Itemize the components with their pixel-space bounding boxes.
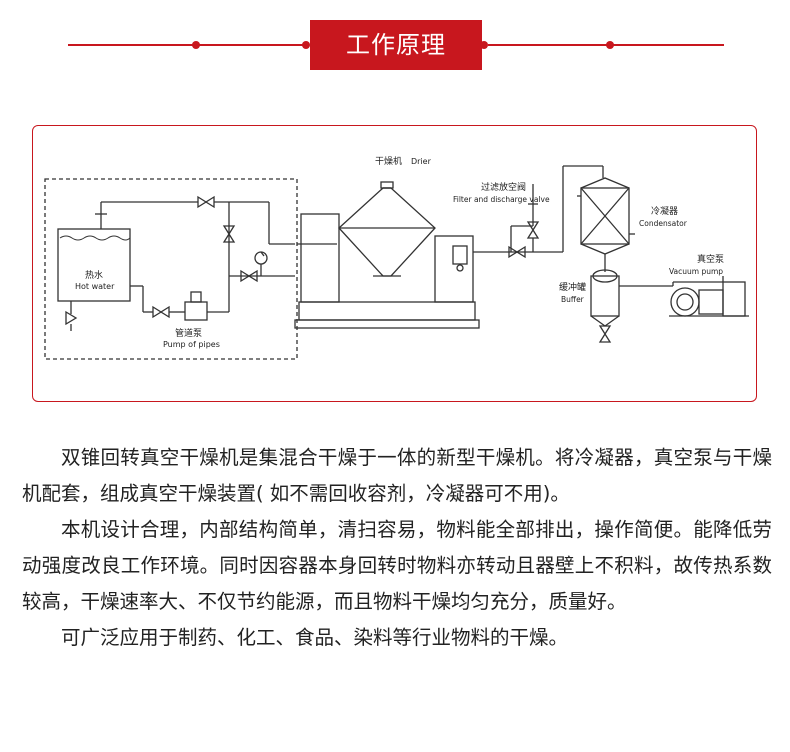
double-cone-drier <box>338 187 436 277</box>
valve-icon <box>598 325 612 343</box>
label-pump-en: Pump of pipes <box>163 340 220 349</box>
process-diagram-svg: 干燥机 Drier 过滤放空阀 Filter and discharge val… <box>44 155 749 360</box>
paragraph: 双锥回转真空干燥机是集混合干燥于一体的新型干燥机。将冷凝器，真空泵与干燥机配套，… <box>22 446 772 505</box>
section-title: 工作原理 <box>310 20 482 70</box>
label-buffer-en: Buffer <box>561 295 585 304</box>
label-condenser-en: Condensator <box>639 219 688 228</box>
label-filter-cn: 过滤放空阀 <box>481 181 526 193</box>
drier-left-frame <box>300 213 340 303</box>
header-dot <box>302 41 310 49</box>
label-pump-cn: 管道泵 <box>175 327 202 339</box>
label-vacuum-en: Vacuum pump <box>669 267 723 276</box>
pipe-pump <box>184 301 208 321</box>
label-drier-en: Drier <box>411 157 432 166</box>
process-diagram: 干燥机 Drier 过滤放空阀 Filter and discharge val… <box>32 125 757 402</box>
label-condenser-cn: 冷凝器 <box>651 205 678 217</box>
paragraph: 可广泛应用于制药、化工、食品、染料等行业物料的干燥。 <box>61 626 569 649</box>
label-drier-cn: 干燥机 <box>375 155 402 167</box>
valve-icon <box>240 269 258 283</box>
label-hotwater-en: Hot water <box>75 282 115 291</box>
control-panel <box>452 245 468 265</box>
header-dot <box>192 41 200 49</box>
vacuum-motor <box>722 281 746 317</box>
hot-water-tank <box>57 228 131 302</box>
valve-icon <box>197 195 215 209</box>
header-line-right <box>488 44 724 46</box>
label-hotwater-cn: 热水 <box>85 269 103 281</box>
section-header: 工作原理 <box>0 0 790 80</box>
header-dot <box>480 41 488 49</box>
label-filter-en: Filter and discharge valve <box>453 195 550 204</box>
drain-valve-icon <box>65 310 78 326</box>
paragraph: 本机设计合理，内部结构简单，清扫容易，物料能全部排出，操作简便。能降低劳动强度改… <box>22 518 772 613</box>
vacuum-pump <box>670 287 700 317</box>
label-vacuum-cn: 真空泵 <box>697 253 724 265</box>
valve-icon <box>152 305 170 319</box>
pressure-gauge-icon <box>254 251 268 265</box>
valve-icon <box>508 245 526 259</box>
valve-icon <box>222 225 236 243</box>
header-line-left <box>68 44 304 46</box>
label-buffer-cn: 缓冲罐 <box>559 281 586 293</box>
buffer-tank <box>590 275 620 317</box>
hot-water-circuit-frame <box>44 178 298 360</box>
condenser <box>580 187 630 245</box>
description: 双锥回转真空干燥机是集混合干燥于一体的新型干燥机。将冷凝器，真空泵与干燥机配套，… <box>22 440 772 656</box>
